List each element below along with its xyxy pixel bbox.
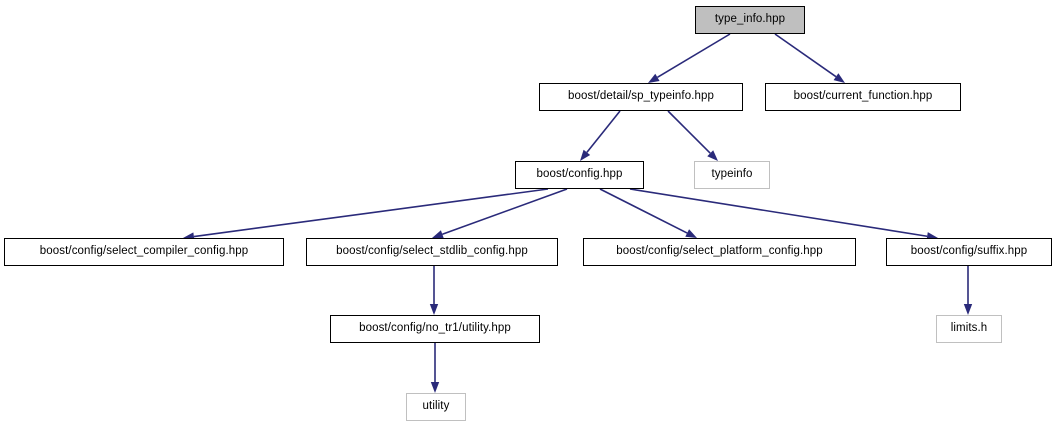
edge-sp_typeinfo-to-typeinfo: [667, 110, 718, 161]
node-label-select_stdlib: boost/config/select_stdlib_config.hpp: [336, 245, 528, 258]
edge-config-to-select_platform: [599, 188, 697, 238]
node-label-select_compiler: boost/config/select_compiler_config.hpp: [39, 245, 249, 258]
node-label-limits_h: limits.h: [950, 322, 988, 335]
edge-suffix-to-limits_h: [963, 266, 973, 315]
node-current_function[interactable]: boost/current_function.hpp: [765, 83, 961, 111]
node-label-typeinfo: typeinfo: [711, 168, 753, 181]
edge-type_info-to-sp_typeinfo: [648, 33, 731, 83]
edge-select_stdlib-to-no_tr1_utility: [429, 266, 439, 315]
node-label-utility: utility: [422, 400, 450, 413]
node-config[interactable]: boost/config.hpp: [515, 161, 644, 189]
node-limits_h[interactable]: limits.h: [936, 315, 1002, 343]
node-type_info[interactable]: type_info.hpp: [695, 6, 805, 34]
node-sp_typeinfo[interactable]: boost/detail/sp_typeinfo.hpp: [539, 83, 743, 111]
node-label-current_function: boost/current_function.hpp: [793, 90, 933, 103]
node-label-sp_typeinfo: boost/detail/sp_typeinfo.hpp: [567, 90, 715, 103]
node-select_compiler[interactable]: boost/config/select_compiler_config.hpp: [4, 238, 284, 266]
edge-config-to-suffix: [629, 188, 938, 241]
edge-config-to-select_stdlib: [432, 188, 568, 239]
node-label-no_tr1_utility: boost/config/no_tr1/utility.hpp: [359, 322, 511, 335]
node-label-select_platform: boost/config/select_platform_config.hpp: [616, 245, 823, 258]
node-select_platform[interactable]: boost/config/select_platform_config.hpp: [583, 238, 856, 266]
edge-type_info-to-current_function: [774, 33, 845, 83]
node-label-config: boost/config.hpp: [536, 168, 623, 181]
edge-no_tr1_utility-to-utility: [430, 343, 440, 393]
node-select_stdlib[interactable]: boost/config/select_stdlib_config.hpp: [306, 238, 558, 266]
edge-config-to-select_compiler: [183, 188, 549, 241]
node-suffix[interactable]: boost/config/suffix.hpp: [886, 238, 1052, 266]
node-label-type_info: type_info.hpp: [714, 13, 786, 26]
node-no_tr1_utility[interactable]: boost/config/no_tr1/utility.hpp: [330, 315, 540, 343]
node-typeinfo[interactable]: typeinfo: [694, 161, 770, 189]
node-label-suffix: boost/config/suffix.hpp: [910, 245, 1028, 258]
edge-sp_typeinfo-to-config: [580, 110, 621, 161]
node-utility[interactable]: utility: [406, 393, 466, 421]
